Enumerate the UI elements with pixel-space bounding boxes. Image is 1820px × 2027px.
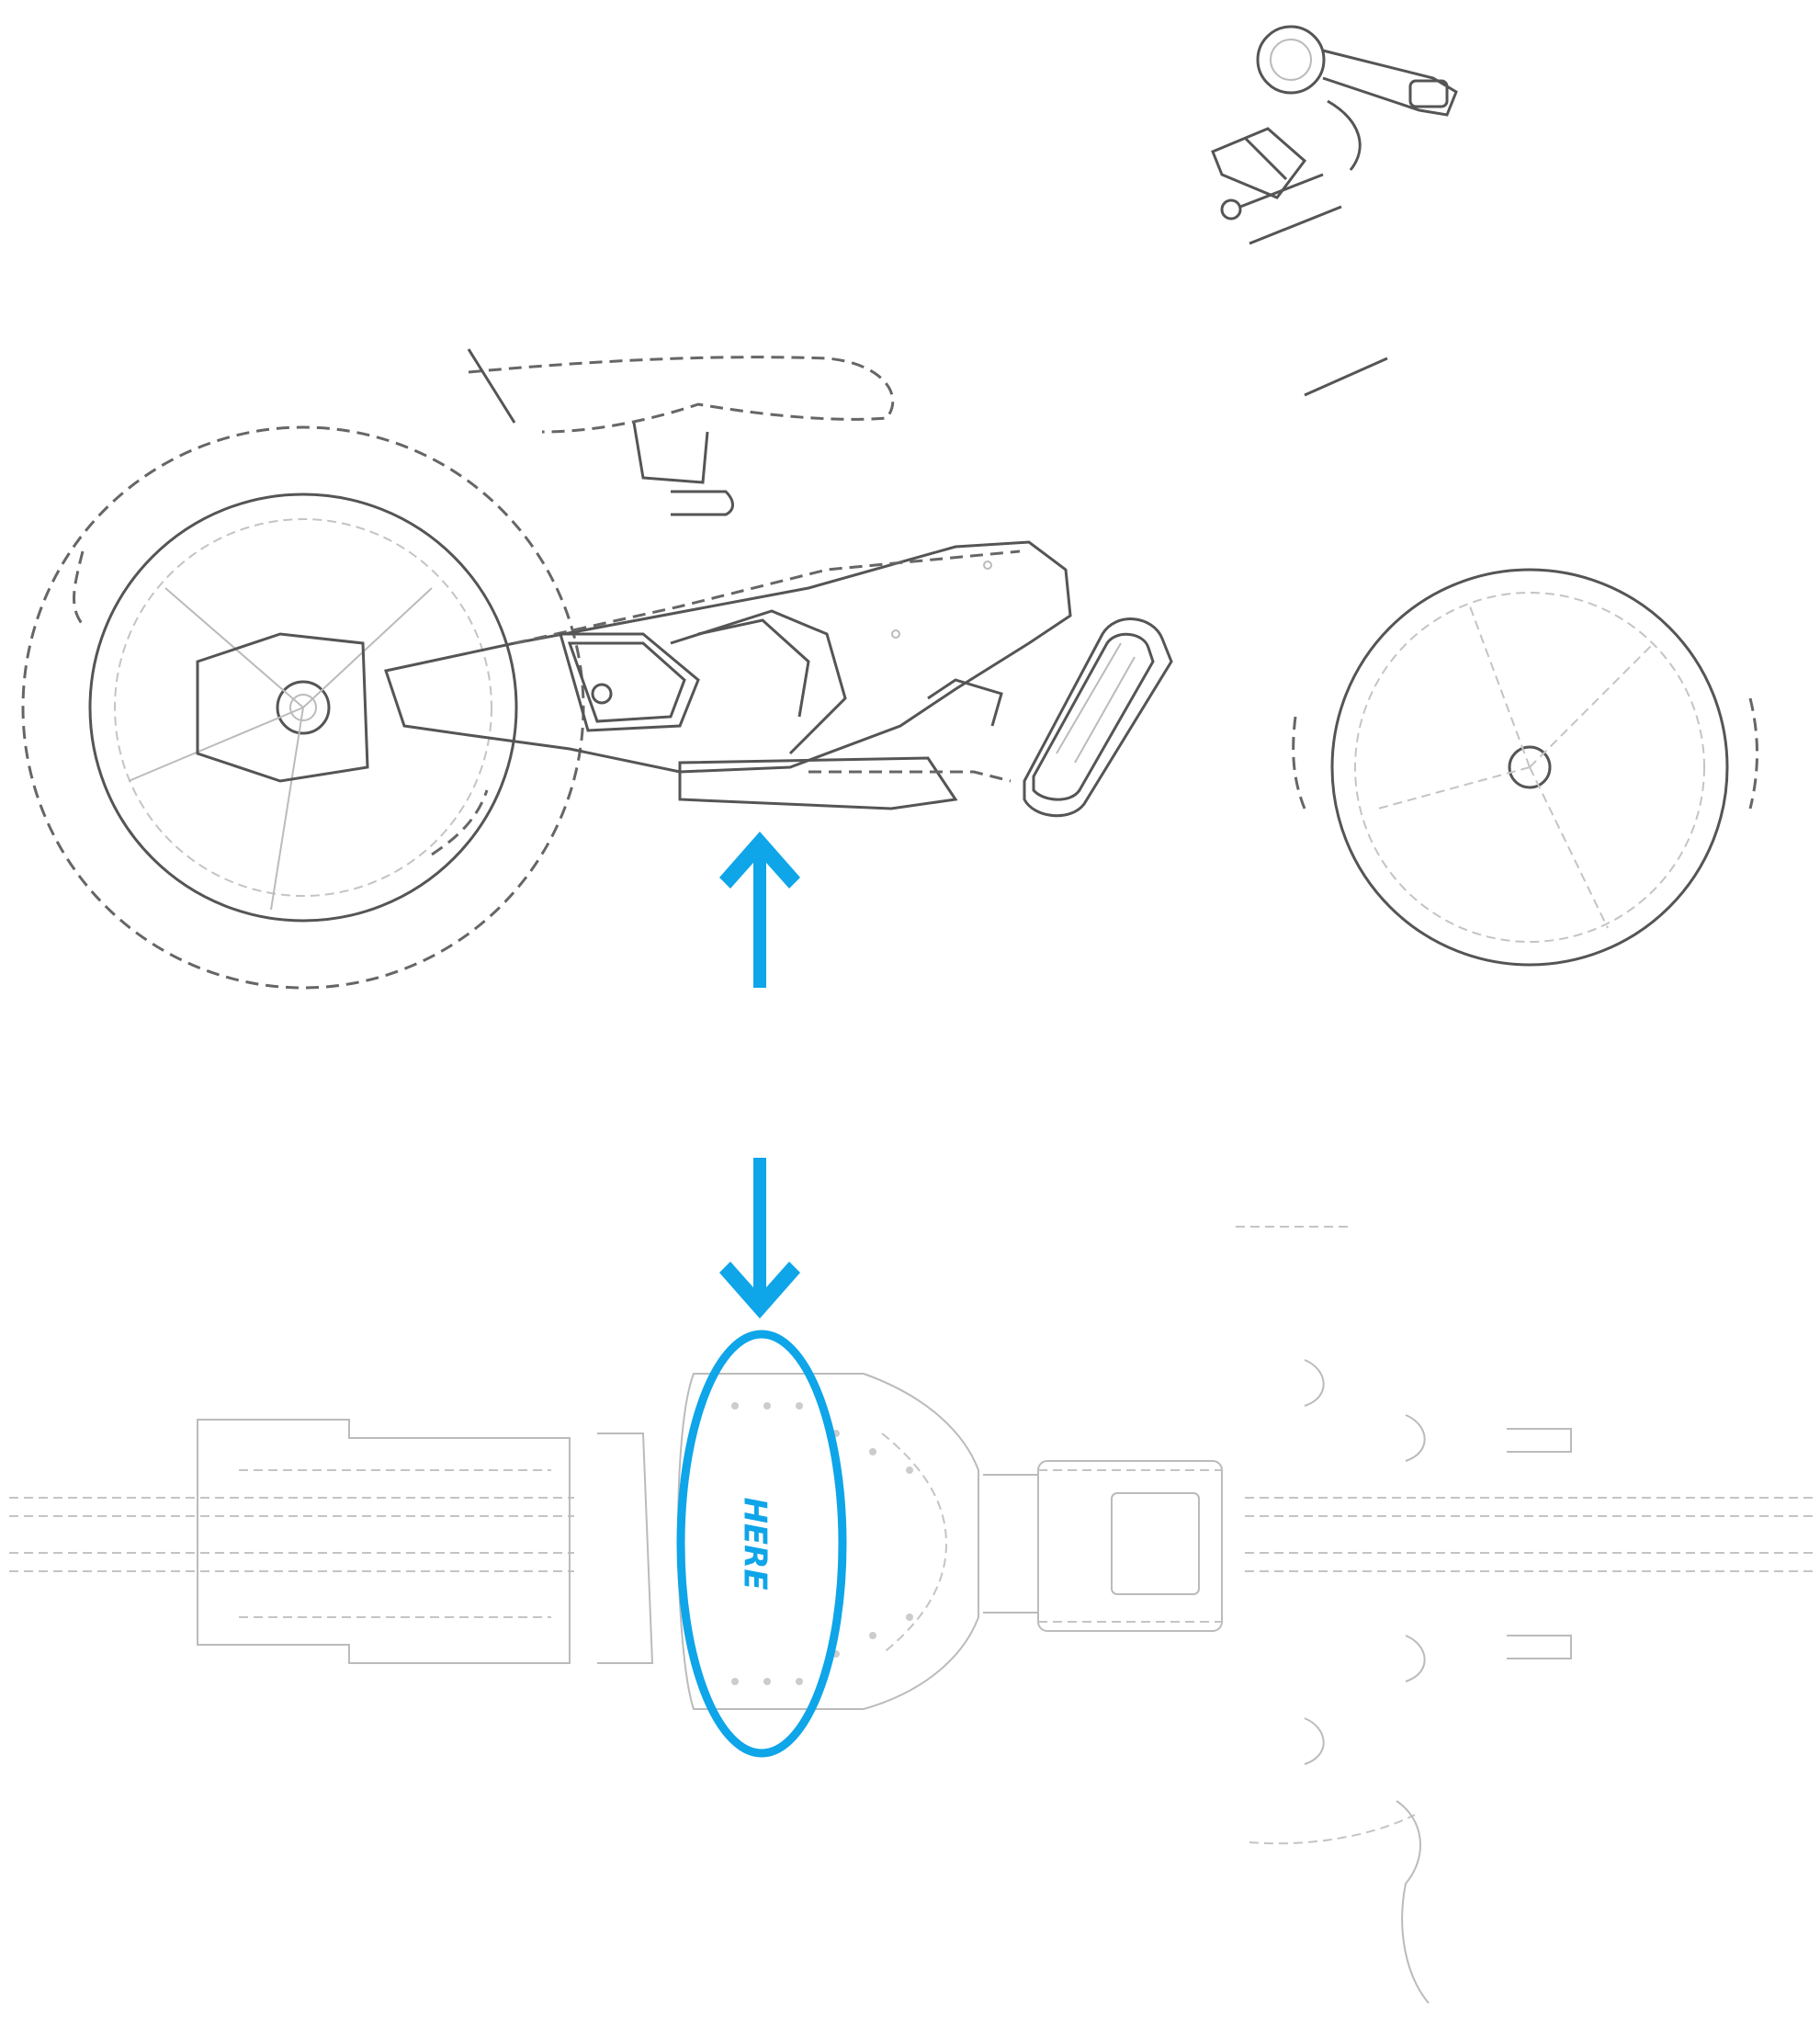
footrest <box>1023 617 1173 818</box>
front-wheel <box>1292 568 1758 967</box>
bike-side-view <box>21 25 1758 990</box>
seat <box>467 348 895 516</box>
arrow-down-icon <box>719 1158 800 1319</box>
arrow-up-icon <box>719 832 800 988</box>
rear-wheel <box>21 425 585 990</box>
here-label: HERE <box>737 1497 774 1590</box>
bike-top-view <box>9 1226 1814 2004</box>
highlight-ellipse <box>676 1330 847 1758</box>
callout-highlight: HERE <box>676 832 847 1758</box>
handlebar-fragment <box>1211 25 1458 397</box>
bike-frame <box>384 540 1072 810</box>
